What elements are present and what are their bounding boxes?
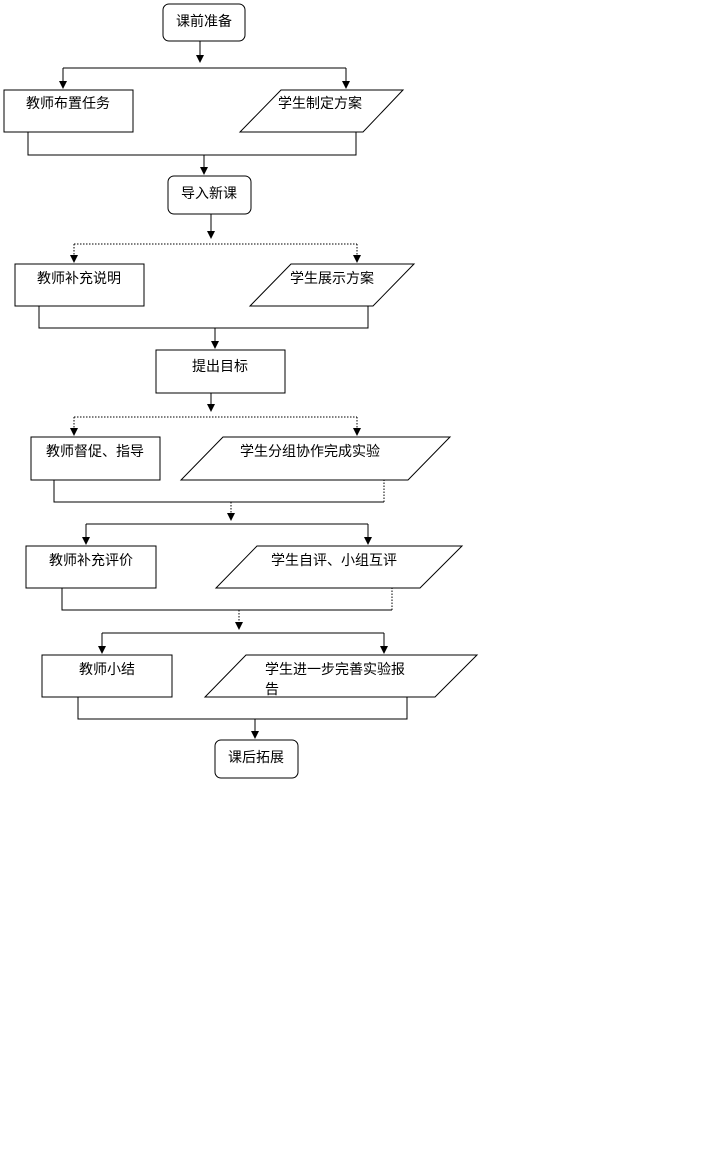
teacher-task-label: 教师布置任务	[26, 96, 110, 112]
split-connector-5	[98, 632, 388, 654]
student-experiment-node: 学生分组协作完成实验	[179, 436, 452, 481]
merge-connector-4	[61, 588, 393, 630]
merge-connector-5	[77, 697, 408, 739]
student-review-label: 学生自评、小组互评	[271, 553, 397, 569]
end-label: 课后拓展	[228, 750, 284, 766]
teacher-guide-node: 教师督促、指导	[30, 436, 161, 481]
teacher-guide-label: 教师督促、指导	[46, 444, 144, 460]
split-connector-4	[82, 523, 372, 545]
student-report-node: 学生进一步完善实验报 告	[203, 654, 479, 698]
end-node: 课后拓展	[214, 739, 299, 779]
split-connector-1	[59, 67, 350, 89]
split-connector-3	[70, 416, 361, 436]
start-node: 课前准备	[162, 3, 246, 42]
merge-connector-1	[27, 132, 357, 175]
intro-label: 导入新课	[181, 186, 237, 202]
student-present-label: 学生展示方案	[290, 270, 374, 287]
teacher-explain-label: 教师补充说明	[37, 271, 121, 287]
merge-connector-2	[38, 306, 369, 349]
student-plan-node: 学生制定方案	[238, 89, 405, 133]
student-review-node: 学生自评、小组互评	[214, 545, 464, 589]
teacher-evaluate-node: 教师补充评价	[25, 545, 157, 589]
merge-connector-3	[53, 480, 385, 521]
teacher-summary-node: 教师小结	[41, 654, 173, 698]
teacher-evaluate-label: 教师补充评价	[49, 553, 133, 569]
goal-label: 提出目标	[192, 359, 248, 375]
start-label: 课前准备	[176, 13, 232, 30]
intro-node: 导入新课	[167, 175, 252, 215]
student-report-label-continued: 告	[265, 682, 279, 698]
goal-node: 提出目标	[155, 349, 286, 394]
student-present-node: 学生展示方案	[248, 263, 416, 307]
student-experiment-label: 学生分组协作完成实验	[240, 444, 380, 460]
student-plan-label: 学生制定方案	[278, 95, 362, 112]
split-connector-2	[70, 243, 361, 263]
teacher-explain-node: 教师补充说明	[14, 263, 145, 307]
teacher-task-node: 教师布置任务	[3, 89, 134, 133]
teacher-summary-label: 教师小结	[79, 662, 135, 678]
student-report-label: 学生进一步完善实验报	[265, 662, 405, 678]
